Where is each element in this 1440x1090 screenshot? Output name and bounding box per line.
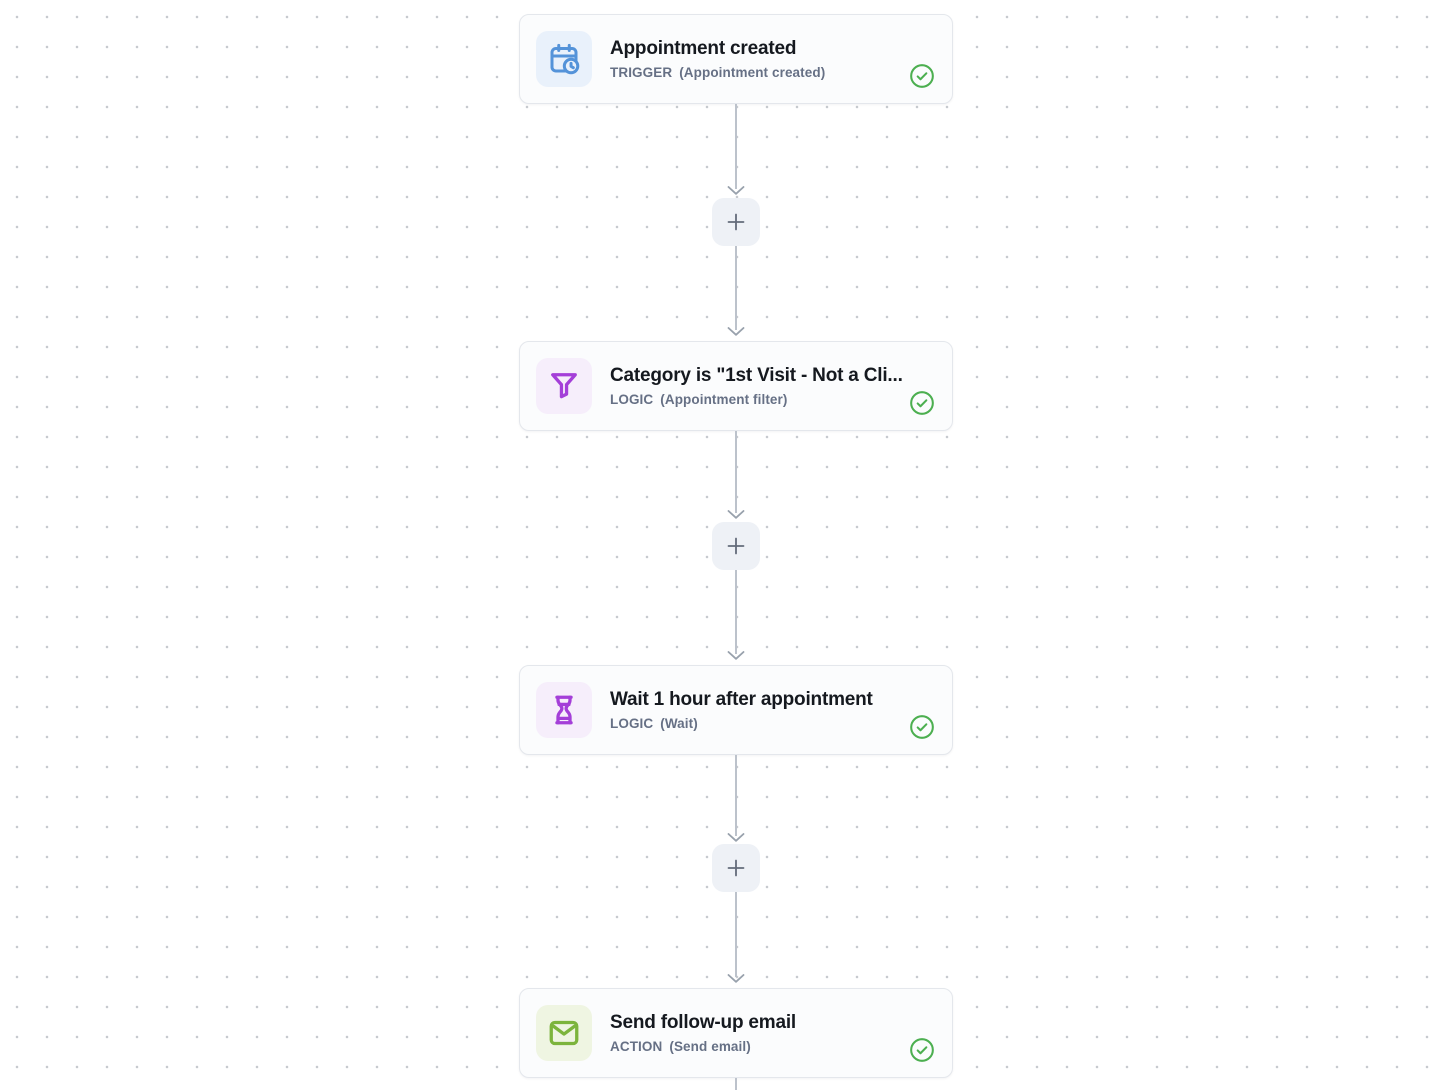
node-send-email[interactable]: Send follow-up email ACTION (Send email): [519, 988, 953, 1078]
connector-arrow-down: [727, 431, 745, 519]
success-check-icon: [910, 715, 934, 739]
node-appointment-created[interactable]: Appointment created TRIGGER (Appointment…: [519, 14, 953, 104]
plus-icon: [727, 859, 745, 877]
connector-arrow-down: [727, 570, 745, 660]
node-text: Wait 1 hour after appointment LOGIC (Wai…: [610, 689, 873, 731]
node-title: Send follow-up email: [610, 1012, 797, 1033]
node-subtitle: LOGIC (Wait): [610, 716, 873, 731]
hourglass-icon: [555, 695, 573, 725]
node-title: Category is "1st Visit - Not a Cli...: [610, 365, 903, 386]
node-kind: LOGIC: [610, 716, 654, 731]
filter-icon: [551, 373, 577, 399]
node-text: Send follow-up email ACTION (Send email): [610, 1012, 796, 1054]
arrowhead-down-icon: [727, 186, 745, 195]
node-detail: (Send email): [669, 1039, 751, 1054]
node-detail: (Wait): [660, 716, 698, 731]
node-title: Appointment created: [610, 38, 797, 59]
arrowhead-down-icon: [727, 510, 745, 519]
node-subtitle: TRIGGER (Appointment created): [610, 65, 825, 80]
add-step-button[interactable]: [712, 198, 760, 246]
plus-icon: [727, 213, 745, 231]
arrowhead-down-icon: [727, 327, 745, 336]
node-kind: ACTION: [610, 1039, 663, 1054]
node-text: Appointment created TRIGGER (Appointment…: [610, 38, 825, 80]
success-check-icon: [910, 64, 934, 88]
node-kind: LOGIC: [610, 392, 654, 407]
logic-icon-tile: [536, 682, 592, 738]
calendar-clock-icon: [550, 43, 580, 75]
connector-arrow-down: [727, 755, 745, 842]
connector-line: [727, 1078, 745, 1090]
node-wait[interactable]: Wait 1 hour after appointment LOGIC (Wai…: [519, 665, 953, 755]
plus-icon: [727, 537, 745, 555]
connector-arrow-down: [727, 246, 745, 336]
node-kind: TRIGGER: [610, 65, 673, 80]
node-title: Wait 1 hour after appointment: [610, 689, 873, 710]
success-check-icon: [910, 391, 934, 415]
trigger-icon-tile: [536, 31, 592, 87]
mail-icon: [549, 1020, 579, 1046]
node-subtitle: LOGIC (Appointment filter): [610, 392, 903, 407]
node-category-filter[interactable]: Category is "1st Visit - Not a Cli... LO…: [519, 341, 953, 431]
node-text: Category is "1st Visit - Not a Cli... LO…: [610, 365, 903, 407]
connector-arrow-down: [727, 892, 745, 983]
add-step-button[interactable]: [712, 844, 760, 892]
connector-arrow-down: [727, 104, 745, 195]
node-detail: (Appointment filter): [660, 392, 788, 407]
arrowhead-down-icon: [727, 651, 745, 660]
node-detail: (Appointment created): [679, 65, 826, 80]
node-subtitle: ACTION (Send email): [610, 1039, 796, 1054]
success-check-icon: [910, 1038, 934, 1062]
action-icon-tile: [536, 1005, 592, 1061]
arrowhead-down-icon: [727, 974, 745, 983]
add-step-button[interactable]: [712, 522, 760, 570]
arrowhead-down-icon: [727, 833, 745, 842]
logic-icon-tile: [536, 358, 592, 414]
